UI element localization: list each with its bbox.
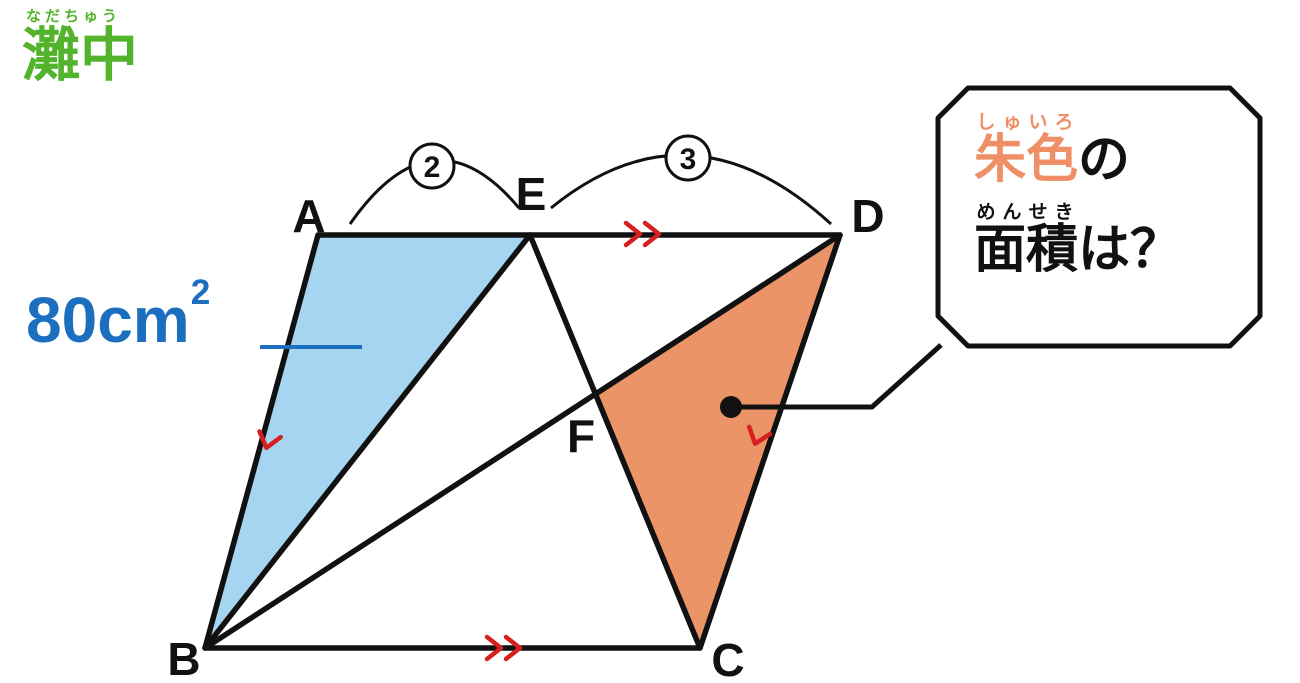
vertex-label-E: E — [516, 168, 547, 220]
parallel-mark-AB — [257, 429, 283, 451]
orange-region — [595, 235, 840, 648]
bubble-word-vermilion: 朱色しゅいろ — [974, 112, 1079, 189]
bubble-word2-suffix: は？ — [1078, 220, 1183, 279]
bubble-word2-furigana: めんせき — [974, 201, 1079, 223]
parallel-mark-AD-1 — [623, 220, 643, 248]
area-value: 80cm — [26, 284, 190, 356]
bubble-text: 朱色しゅいろの 面積めんせきは？ — [974, 112, 1182, 291]
bubble-line-2: 面積めんせきは？ — [974, 202, 1182, 278]
vertex-label-C: C — [711, 634, 744, 683]
parallel-mark-BC-1 — [484, 634, 504, 662]
logo-furigana: なだちゅう — [26, 8, 122, 25]
vertex-label-D: D — [851, 190, 884, 242]
segment-BD — [202, 232, 843, 651]
ratio-circle-AE — [408, 142, 456, 190]
parallel-mark-BC-2 — [503, 634, 523, 662]
bubble-word1-base: 朱色 — [974, 131, 1079, 189]
segment-BE — [202, 232, 533, 651]
bubble-word1-furigana: しゅいろ — [974, 112, 1079, 133]
bubble-word1-suffix: の — [1078, 131, 1131, 189]
parallel-mark-AD-2 — [642, 220, 662, 248]
vertex-label-F: F — [567, 410, 595, 462]
speech-bubble — [935, 85, 1263, 349]
bubble-word-area: 面積めんせき — [974, 202, 1079, 279]
vertex-label-B: B — [167, 633, 200, 683]
segment-EC — [527, 232, 703, 651]
parallel-mark-DC — [746, 424, 773, 446]
area-label: 80cm2 — [26, 275, 210, 352]
ratio-label-ED: 3 — [680, 143, 697, 176]
logo-text: 灘中 — [22, 23, 139, 88]
parallel-marks — [257, 220, 773, 662]
callout-connector — [731, 343, 943, 410]
callout-dot — [720, 396, 742, 418]
area-superscript: 2 — [190, 272, 211, 312]
nada-logo: なだちゅう 灘中 — [22, 5, 138, 87]
vertex-label-A: A — [292, 190, 325, 242]
ratio-circle-ED — [664, 134, 712, 182]
bubble-word2-base: 面積 — [974, 220, 1079, 279]
ratio-label-AE: 2 — [424, 151, 441, 184]
bubble-line-1: 朱色しゅいろの — [974, 112, 1182, 188]
